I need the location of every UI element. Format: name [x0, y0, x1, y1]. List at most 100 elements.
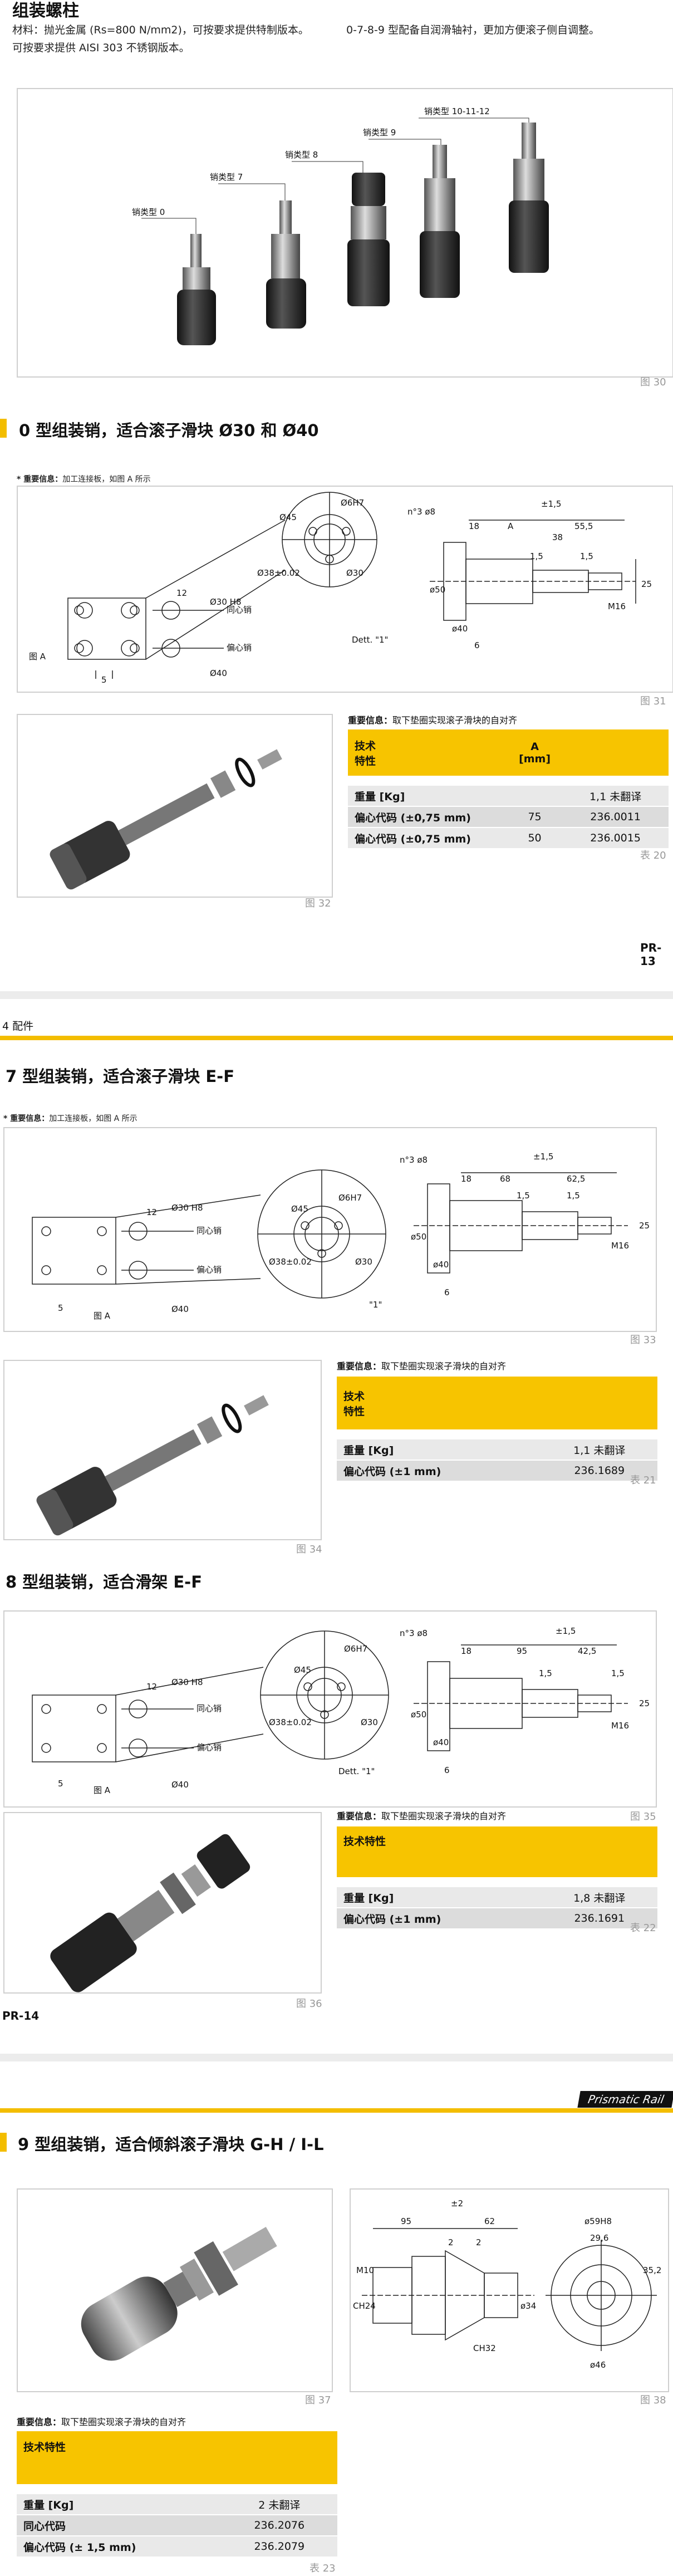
label-352: 35,2: [643, 2265, 661, 2275]
pin-label-0: 销类型 0: [132, 207, 165, 217]
label-d38: Ø38±0.02: [257, 568, 300, 578]
label-5: 5: [101, 675, 107, 685]
header-line1: 技术: [343, 1390, 365, 1403]
label-425: 42,5: [578, 1646, 596, 1656]
label-18: 18: [469, 521, 479, 531]
bushing-description: 0-7-8-9 型配备自润滑轴衬，更加方便滚子侧自调整。: [346, 24, 600, 36]
label-d38: Ø38±0.02: [269, 1257, 312, 1267]
table-note-label: 重要信息：: [337, 1811, 382, 1821]
label-dett: Dett. "1": [352, 635, 388, 645]
label-15a: 1,5: [539, 1668, 552, 1678]
pin-type-8-image: [347, 173, 390, 306]
figure-caption: 图 36: [296, 1998, 322, 2010]
label-d6h7: Ø6H7: [341, 498, 364, 508]
row-label: 偏心代码 (± 1,5 mm): [17, 2536, 222, 2558]
header-a-line2: [mm]: [519, 752, 551, 765]
label-d46: ø46: [590, 2360, 606, 2370]
pin-type-0-image: [177, 234, 216, 345]
label-30h8: Ø30 H8: [171, 1203, 203, 1213]
row-code: 236.2079: [221, 2536, 337, 2558]
label-d30: Ø30: [361, 1717, 378, 1727]
table-note-label: 重要信息：: [337, 1361, 382, 1372]
label-pm15: ±1,5: [556, 1626, 576, 1636]
page-separator: [0, 2054, 673, 2061]
figure-30-pins-photo: 销类型 0 销类型 7 销类型 8 销类型 9 销类型 10-11-12: [17, 88, 673, 378]
label-296: 29,6: [590, 2233, 608, 2243]
label-d40: ø40: [433, 1260, 449, 1270]
row-a: [507, 785, 563, 807]
label-a: A: [508, 521, 514, 531]
table-spacer: [337, 1878, 657, 1887]
label-18: 18: [461, 1174, 471, 1184]
label-25: 25: [639, 1698, 650, 1708]
row-label: 重量 [Kg]: [337, 1439, 542, 1461]
table-caption: 表 23: [310, 2563, 336, 2574]
label-pm15: ±1,5: [541, 499, 561, 509]
row-label: 偏心代码 (±1 mm): [337, 1460, 542, 1482]
section-marker: [0, 2133, 7, 2152]
table-note: 重要信息：取下垫圈实现滚子滑块的自对齐: [17, 2415, 186, 2428]
table-row: 偏心代码 (± 1,5 mm) 236.2079: [17, 2536, 337, 2558]
figure-35-drawing: 图 A 5 12 Ø30 H8 Ø40 同心销 偏心销 Ø45 Ø6H7 Ø38…: [3, 1610, 657, 1808]
row-code: 236.0015: [562, 827, 669, 849]
table-note-label: 重要信息：: [17, 2417, 62, 2427]
pin-7-technical-drawing: 图 A 5 12 Ø30 H8 Ø40 同心销 偏心销 Ø45 Ø6H7 Ø38…: [32, 1152, 650, 1321]
table-caption: 表 20: [640, 850, 666, 861]
table-header-tech: 技术特性: [337, 1377, 542, 1431]
table-note-text: 取下垫圈实现滚子滑块的自对齐: [381, 1361, 507, 1372]
important-note: * 重要信息：加工连接板，如图 A 所示: [17, 473, 151, 484]
label-d34: ø34: [520, 2301, 536, 2311]
stainless-description: 可按要求提供 AISI 303 不锈钢版本。: [12, 42, 190, 54]
table-header-tech: 技术特性: [17, 2431, 222, 2485]
row-code: 236.1691: [541, 1908, 657, 1929]
table-header-code: [221, 2431, 337, 2485]
section-title-pin-7: 7 型组装销，适合滚子滑块 E-F: [6, 1067, 235, 1086]
label-d59h8: ø59H8: [584, 2216, 612, 2226]
label-30h8: Ø30 H8: [210, 597, 241, 607]
label-25: 25: [639, 1221, 650, 1231]
material-text: 材料：抛光金属 (Rs=800 N/mm2)，可按要求提供特制版本。: [12, 24, 309, 36]
label-95: 95: [517, 1646, 527, 1656]
row-code: 2 未翻译: [221, 2494, 337, 2515]
section-title-pin-8: 8 型组装销，适合滑架 E-F: [6, 1573, 203, 1591]
figure-32-exploded-photo: [17, 714, 333, 898]
label-62: 62: [484, 2216, 495, 2226]
label-n3: n°3 ø8: [400, 1628, 428, 1638]
label-68: 68: [500, 1174, 510, 1184]
row-label: 偏心代码 (±1 mm): [337, 1908, 542, 1929]
material-description: 材料：抛光金属 (Rs=800 N/mm2)，可按要求提供特制版本。: [12, 21, 309, 39]
table-header-a: A[mm]: [507, 729, 563, 777]
pin-9-technical-drawing: 95 62 ±2 2 2 M10 CH24 CH32 ø34 ø59H8 29,…: [353, 2198, 661, 2370]
spec-table-20: 技术特性 A[mm] 重量 [Kg] 1,1 未翻译 偏心代码 (±0,75 m…: [348, 729, 669, 849]
label-6: 6: [474, 640, 480, 650]
figure-31-drawing: 图 A 5 12 Ø30 H8 Ø40 同心销 偏心销 Ø45 Ø6H7 Ø38…: [17, 486, 673, 693]
row-label: 偏心代码 (±0,75 mm): [348, 827, 507, 849]
figure-caption: 图 33: [630, 1334, 656, 1346]
label-d45: Ø45: [294, 1665, 311, 1675]
label-ch32: CH32: [473, 2343, 496, 2353]
label-55: 55,5: [574, 521, 593, 531]
pin-9-illustration: [81, 2227, 277, 2361]
label-dett: "1": [369, 1300, 382, 1310]
label-15b: 1,5: [580, 551, 593, 561]
note-label: * 重要信息：: [17, 475, 63, 484]
label-12: 12: [176, 588, 187, 598]
table-note-text: 取下垫圈实现滚子滑块的自对齐: [61, 2417, 186, 2427]
label-m10: M10: [356, 2265, 374, 2275]
table-row: 重量 [Kg] 1,8 未翻译: [337, 1887, 657, 1908]
label-625: 62,5: [567, 1174, 585, 1184]
row-a: 50: [507, 827, 563, 849]
figure-36-exploded-photo: [3, 1812, 322, 1994]
row-code: 1,8 未翻译: [541, 1887, 657, 1908]
row-label: 重量 [Kg]: [348, 785, 507, 807]
figure-caption: 图 38: [640, 2394, 666, 2406]
header-line2: 特性: [355, 755, 376, 767]
spec-table-21: 技术特性 重量 [Kg] 1,1 未翻译 偏心代码 (±1 mm) 236.16…: [337, 1377, 657, 1482]
label-12: 12: [146, 1207, 157, 1217]
important-note: * 重要信息：加工连接板，如图 A 所示: [3, 1113, 137, 1124]
label-dett: Dett. "1": [338, 1766, 375, 1776]
label-m16: M16: [611, 1241, 629, 1251]
pin-label-10-11-12: 销类型 10-11-12: [424, 106, 490, 116]
table-row: 偏心代码 (±1 mm) 236.1689: [337, 1460, 657, 1482]
figure-caption: 图 32: [305, 898, 331, 909]
